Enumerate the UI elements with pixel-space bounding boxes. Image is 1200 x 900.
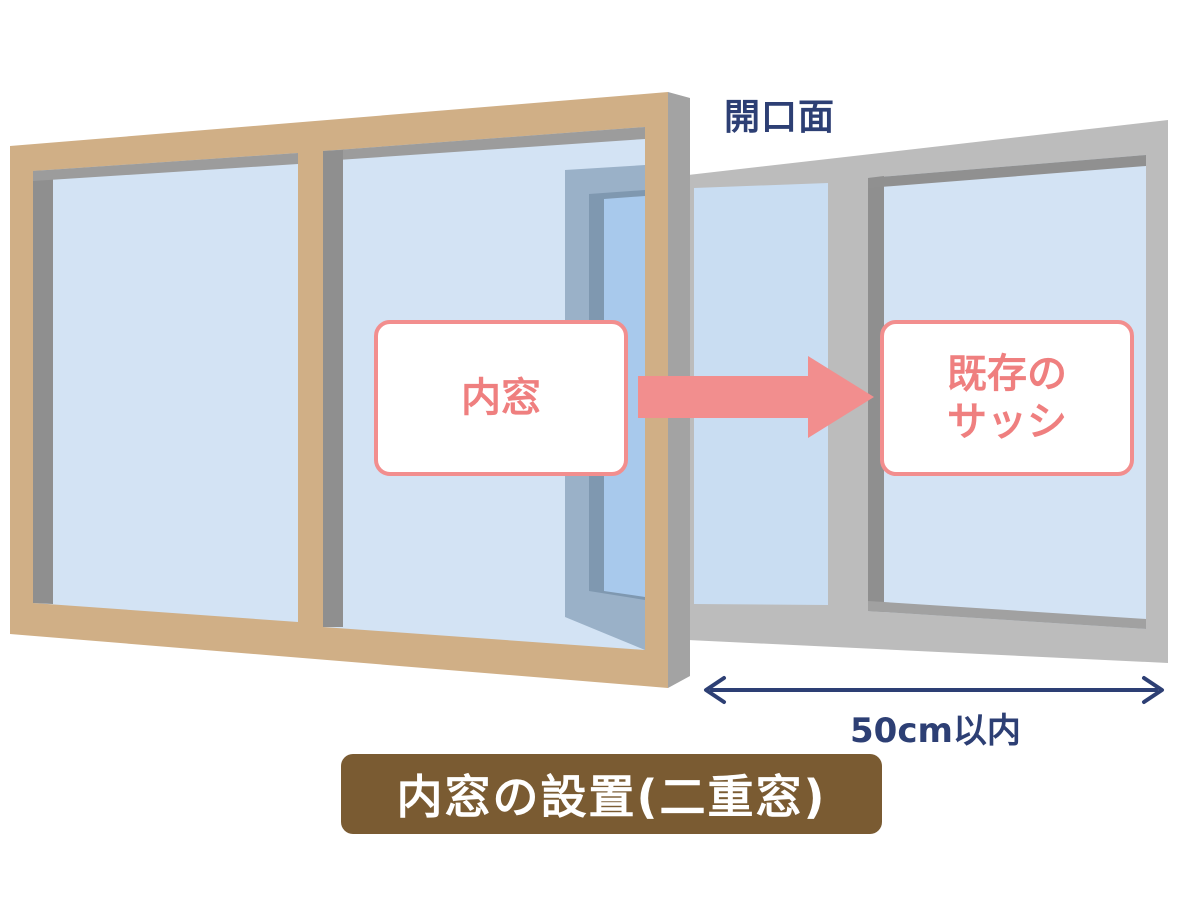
inner-window-left-depth	[33, 170, 53, 604]
existing-sash-bottom-shadow	[868, 601, 1146, 629]
existing-sash-label: 既存の サッシ	[880, 320, 1134, 476]
existing-sash-inner-shadow	[868, 176, 884, 612]
opening-surface-label: 開口面	[724, 97, 836, 138]
inner-window-mullion-shadow	[323, 150, 343, 627]
distance-dimension	[704, 676, 1164, 704]
inner-window-label: 内窓	[374, 320, 628, 476]
existing-sash-top-shadow	[868, 155, 1146, 188]
distance-label: 50cm以内	[850, 711, 1021, 751]
placement-arrow-shaft	[638, 376, 810, 418]
inner-window-top-depth-left	[33, 153, 298, 181]
distance-dimension-right-arrow	[1142, 676, 1164, 704]
inner-window-top-depth-right	[323, 127, 645, 161]
placement-arrow-head	[808, 356, 874, 438]
inner-window-left-pane	[33, 153, 298, 622]
inner-window-mullion	[298, 151, 323, 627]
placement-arrow	[638, 356, 874, 438]
diagram-caption: 内窓の設置(二重窓)	[341, 754, 882, 834]
distance-dimension-left-arrow	[704, 676, 726, 704]
